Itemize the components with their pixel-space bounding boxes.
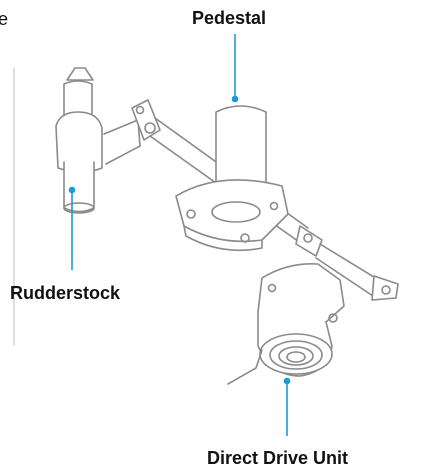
tiller-linkage-drawing bbox=[131, 99, 399, 301]
cut-off-label: e bbox=[0, 9, 9, 29]
rudderstock-label: Rudderstock bbox=[10, 283, 121, 303]
rudderstock-drawing bbox=[55, 67, 141, 214]
ddu-leader-dot bbox=[283, 377, 291, 385]
pedestal-label: Pedestal bbox=[192, 8, 267, 28]
direct-drive-unit-drawing bbox=[227, 262, 345, 385]
direct-drive-unit-label: Direct Drive Unit bbox=[207, 448, 349, 468]
rudderstock-leader-dot bbox=[68, 186, 76, 194]
pedestal-drawing bbox=[175, 105, 289, 252]
pedestal-leader-dot bbox=[231, 95, 239, 103]
